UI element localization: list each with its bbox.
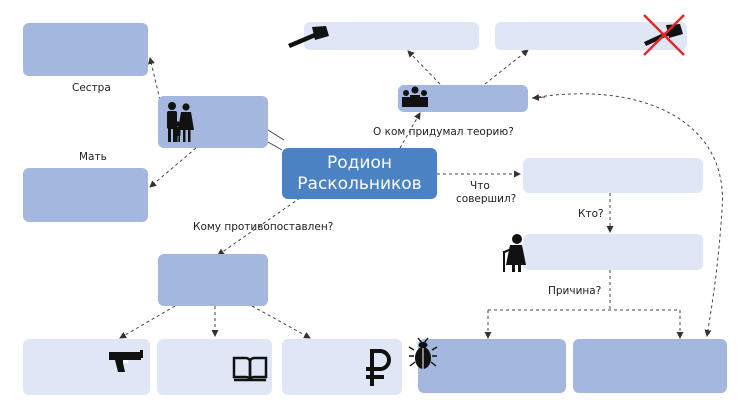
book-box [157, 339, 272, 395]
mother-box [23, 168, 148, 222]
family-icon [163, 100, 197, 148]
center-line-1: Родион [327, 152, 392, 173]
who-label: Кто? [578, 208, 604, 220]
mother-label: Мать [79, 151, 107, 163]
reason-label: Причина? [548, 285, 602, 297]
opposed-box [158, 254, 268, 306]
sister-box [23, 23, 148, 76]
beetle-icon [408, 336, 438, 376]
people-group-icon [400, 85, 430, 115]
center-line-2: Раскольников [297, 173, 422, 194]
book-icon [232, 354, 268, 386]
center-node-raskolnikov: Родион Раскольников [282, 148, 437, 199]
what-done-label-2: совершил? [456, 193, 517, 205]
reason-right-box [573, 339, 727, 393]
crossed-axe-icon [640, 13, 690, 61]
what-done-box [523, 158, 703, 193]
theory-label: О ком придумал теорию? [373, 126, 514, 138]
opposed-label: Кому противопоставлен? [193, 221, 334, 233]
axe-box [304, 22, 479, 50]
pistol-icon [107, 349, 147, 379]
what-done-label-1: Что [470, 180, 490, 192]
sister-label: Сестра [72, 82, 111, 94]
ruble-icon [364, 348, 392, 392]
who-box [523, 234, 703, 270]
beetle-box [418, 339, 566, 393]
axe-icon [284, 24, 332, 54]
old-woman-icon [500, 233, 530, 277]
pistol-box [23, 339, 150, 395]
